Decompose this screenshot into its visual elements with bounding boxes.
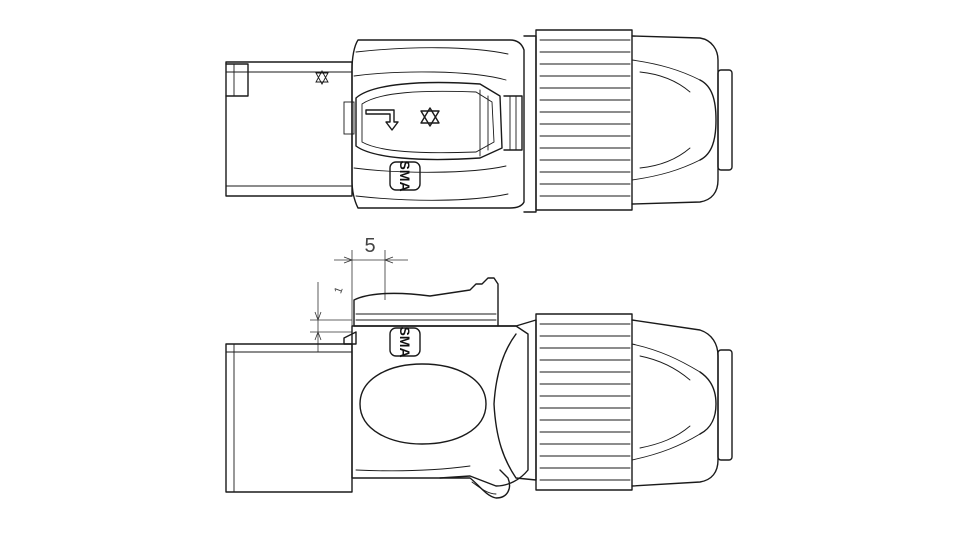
side-neck	[493, 319, 537, 481]
side-cable-end	[717, 349, 733, 461]
top-view: SMA	[225, 29, 733, 213]
top-arrow-icon	[365, 109, 399, 131]
top-nut-ribs	[539, 39, 631, 197]
side-logo: SMA	[389, 326, 421, 358]
top-star-icon-large	[420, 107, 440, 127]
svg-text:5: 5	[364, 235, 375, 257]
dimension-horizontal: 5	[334, 235, 408, 328]
top-housing	[351, 39, 525, 209]
side-view: 5 1 SMA	[225, 235, 733, 499]
svg-text:1: 1	[332, 285, 345, 295]
top-logo: SMA	[389, 160, 421, 192]
top-boot	[631, 35, 719, 205]
svg-text:SMA: SMA	[397, 160, 413, 191]
side-nut	[535, 313, 633, 491]
side-housing	[351, 325, 529, 487]
top-nut	[535, 29, 633, 211]
svg-text:SMA: SMA	[397, 326, 413, 357]
side-grip-oval	[359, 363, 487, 445]
side-plug-body	[225, 343, 353, 493]
top-plug-tab	[225, 63, 249, 97]
side-hook	[439, 469, 511, 499]
side-boot	[631, 319, 719, 487]
top-latch-window	[355, 81, 503, 161]
side-latch	[353, 277, 499, 327]
top-neck	[503, 95, 523, 151]
top-star-icon	[315, 70, 329, 85]
side-nut-ribs	[539, 323, 631, 481]
top-plug-body	[225, 61, 353, 197]
dimension-vertical: 1	[310, 282, 352, 352]
top-cable-end	[717, 69, 733, 171]
